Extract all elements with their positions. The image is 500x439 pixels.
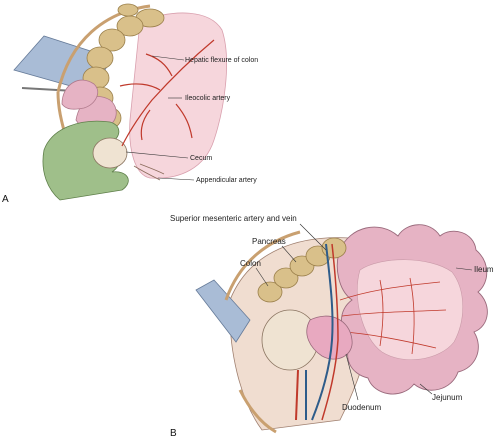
panel-b-letter: B — [170, 428, 177, 439]
label-cecum: Cecum — [190, 155, 212, 162]
label-sma-smv: Superior mesenteric artery and vein — [170, 214, 297, 223]
panel-a-illustration — [13, 3, 227, 201]
abdominal-wall-b — [224, 230, 301, 434]
leader-hepatic-flexure — [151, 55, 185, 61]
label-appendicular-artery: Appendicular artery — [196, 177, 257, 184]
leader-pancreas — [281, 245, 297, 263]
leader-sma-smv — [299, 223, 327, 251]
label-jejunum: Jejunum — [432, 393, 463, 402]
mesentery-a — [129, 12, 227, 179]
leader-ileum — [455, 267, 473, 271]
label-duodenum: Duodenum — [342, 403, 381, 412]
leader-cecum — [125, 151, 189, 159]
leader-jejunum — [419, 383, 433, 395]
duodenum-b — [306, 315, 353, 360]
leader-appendicular — [157, 177, 195, 181]
jejunal-vessels-b — [339, 277, 447, 355]
ileocolic-vessels-a — [119, 39, 215, 147]
label-hepatic-flexure: Hepatic flexure of colon — [185, 57, 258, 64]
label-ileocolic-artery: Ileocolic artery — [185, 95, 231, 102]
appendicular-artery-a — [133, 163, 165, 181]
label-ileum: Ileum — [474, 265, 494, 274]
retroperitoneal-vessels-b — [295, 369, 307, 421]
mesentery-b — [356, 259, 464, 361]
leader-colon — [255, 267, 269, 287]
superior-mesenteric-vessels-b — [311, 243, 339, 421]
panel-a-letter: A — [2, 194, 9, 205]
cecum-a — [92, 137, 128, 169]
label-colon: Colon — [240, 259, 261, 268]
leader-duodenum — [345, 353, 359, 401]
label-pancreas: Pancreas — [252, 237, 286, 246]
panel-b-illustration — [195, 223, 488, 434]
retractor-b — [195, 279, 251, 343]
